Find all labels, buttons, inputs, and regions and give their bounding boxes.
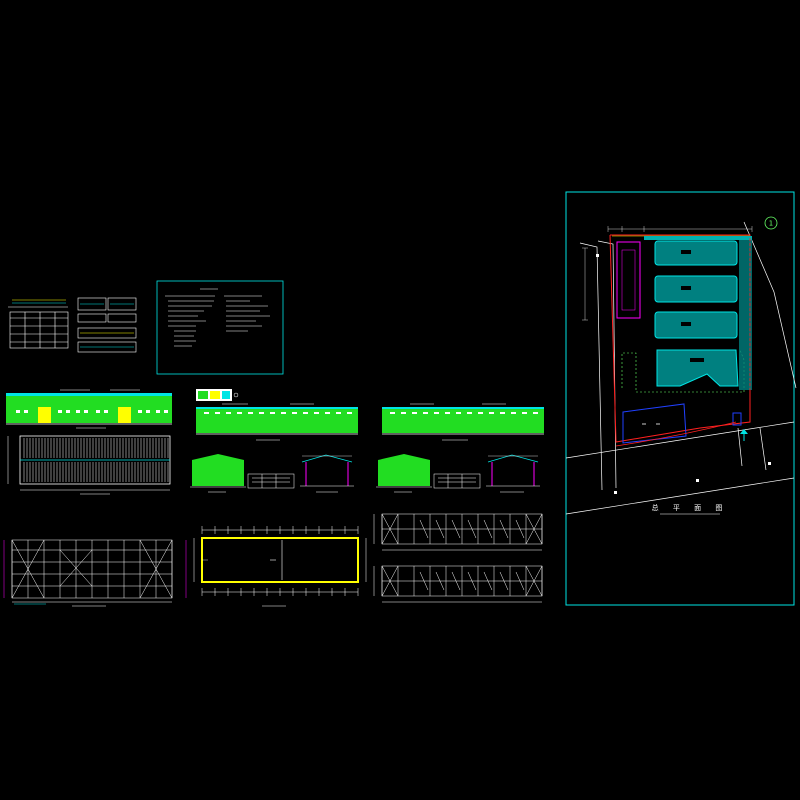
drawing-line (515, 571, 525, 591)
window-mark (204, 412, 209, 414)
drawing-line (525, 565, 543, 597)
window-mark (314, 412, 319, 414)
drawing-line (515, 519, 525, 539)
site-plan-frame (565, 191, 795, 606)
cross-section-2 (486, 454, 540, 493)
drawing-line (451, 571, 461, 591)
gable-elevation-1 (190, 454, 246, 493)
window-mark (281, 412, 286, 414)
gable-elevation-2 (376, 454, 432, 493)
window-mark (226, 412, 231, 414)
window-mark (292, 412, 297, 414)
window-mark (325, 412, 330, 414)
drawing-line (419, 519, 429, 539)
front-elevation-left (6, 389, 172, 429)
drawing-line (467, 519, 477, 539)
gatehouse (732, 412, 742, 426)
window-mark (456, 412, 461, 414)
building-blue-lower (622, 403, 687, 444)
roof-framing-plan-lower (373, 565, 543, 603)
window-mark (423, 412, 428, 414)
window-mark (215, 412, 220, 414)
window-mark (401, 412, 406, 414)
bracing-plan (3, 539, 187, 607)
roof-plan-left (7, 435, 171, 495)
detail-sections-mid (77, 297, 137, 353)
section-detail-1 (247, 473, 295, 489)
cross-section-1 (300, 454, 354, 493)
drawing-line (525, 513, 543, 545)
storage-blocks (654, 240, 739, 387)
drawing-line (435, 519, 445, 539)
sheet-number: 1 (769, 220, 773, 228)
drawing-line (483, 519, 493, 539)
drawing-line (139, 539, 173, 599)
window-mark (522, 412, 527, 414)
drawing-line (499, 519, 509, 539)
drawing-line (381, 565, 399, 597)
rear-elevation-right (382, 403, 544, 441)
ground-floor-plan (193, 526, 367, 607)
window-mark (259, 412, 264, 414)
roof-framing-plan-upper (373, 513, 543, 551)
arrow-up-icon (740, 429, 748, 441)
drawing-line (467, 571, 477, 591)
window-mark (248, 412, 253, 414)
window-mark (511, 412, 516, 414)
drawing-stamp (196, 389, 239, 401)
window-mark (500, 412, 505, 414)
window-mark (489, 412, 494, 414)
detail-frame-left (8, 299, 69, 349)
site-plan-title: 总 平 面 图 (652, 503, 729, 512)
drawing-line (483, 571, 493, 591)
window-mark (270, 412, 275, 414)
window-mark (467, 412, 472, 414)
sheet-number-marker: 1 (764, 216, 778, 230)
window-mark (347, 412, 352, 414)
connection-details-group (8, 297, 137, 353)
window-mark (303, 412, 308, 414)
building-existing (616, 241, 641, 319)
site-boundary-red (609, 234, 751, 443)
drawing-line (499, 571, 509, 591)
window-mark (390, 412, 395, 414)
design-notes-panel (156, 280, 284, 375)
window-mark (412, 412, 417, 414)
drawing-line (451, 519, 461, 539)
drawing-line (11, 539, 45, 599)
drawing-line (435, 571, 445, 591)
window-mark (533, 412, 538, 414)
window-mark (478, 412, 483, 414)
rear-elevation-middle (196, 403, 358, 441)
window-mark (445, 412, 450, 414)
drawing-line (381, 513, 399, 545)
window-mark (336, 412, 341, 414)
window-mark (237, 412, 242, 414)
drawing-line (419, 571, 429, 591)
drawing-line (59, 549, 93, 587)
section-detail-2 (433, 473, 481, 489)
site-plan-panel: 1 (565, 191, 797, 606)
window-mark (434, 412, 439, 414)
